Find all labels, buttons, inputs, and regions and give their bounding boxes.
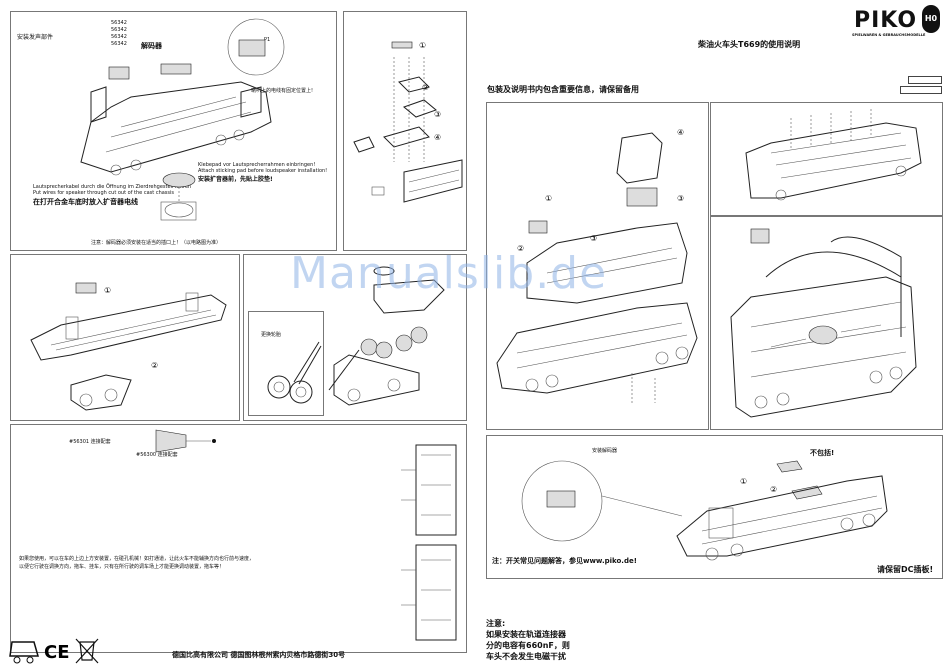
item1-code: #56301 连接配套: [69, 439, 111, 445]
svg-text:①: ①: [104, 286, 111, 295]
pin-label: P1: [264, 37, 271, 43]
certification-icons: CE: [9, 638, 99, 664]
motor-drawing: [730, 228, 917, 418]
chassis-drawing: ① ②: [30, 282, 227, 411]
panel-sound-install: 安装发声部件 56342 56342 56342 56342 解码器 P1 喇叭…: [10, 11, 337, 251]
footer-note-line-1: 如果安装在轨道连接器: [486, 630, 566, 639]
panel-decoder: 安装解码器 不包括! 注：开关常见问题解答，参见www.piko.de! 请保留…: [486, 435, 943, 579]
svg-text:②: ②: [422, 83, 429, 92]
faq-note: 注：开关常见问题解答，参见www.piko.de!: [492, 557, 637, 565]
svg-text:③: ③: [434, 110, 441, 119]
disassembly-drawing: ④ ③ ② ① ③: [496, 128, 698, 403]
piko-logo: PIKO H0 SPIELWAREN & GEBRAUCHSMODELLE: [850, 5, 940, 42]
ref-box-1: [908, 76, 942, 84]
watermark: Manualslib.de: [290, 248, 608, 299]
install-footer-note: 注意：解码器必须安装在适当的插口上！（以电路图为准）: [91, 240, 222, 246]
warning-text-1: 如果您使用，可以在车的上边上方安装置，在碰孔机械！如打通道，让此火车不能辅换方向…: [19, 556, 255, 562]
speaker-note-en: Put wires for speaker through cut out of…: [33, 190, 175, 196]
svg-text:CE: CE: [44, 642, 70, 663]
panel-motor: [710, 216, 943, 430]
part-number-4: 56342: [111, 41, 127, 47]
ce-mark-icon: CE: [44, 642, 70, 663]
svg-text:③: ③: [590, 234, 597, 243]
svg-text:④: ④: [677, 128, 684, 137]
age-warning-icon: [9, 641, 39, 664]
wheel-change-label: 更换轮胎: [261, 332, 282, 338]
wheel-change-drawing: [328, 266, 445, 406]
cab-removal-drawing: ① ② ③ ④: [353, 41, 463, 203]
svg-text:②: ②: [151, 361, 158, 370]
wheel-inset: 更换轮胎: [248, 311, 324, 416]
svg-text:①: ①: [740, 477, 747, 486]
part-number-1: 56342: [111, 20, 127, 26]
panel-disassembly: ④ ③ ② ① ③: [486, 102, 709, 430]
panel-chassis: ① ②: [10, 254, 240, 421]
svg-text:②: ②: [517, 244, 524, 253]
svg-text:①: ①: [545, 194, 552, 203]
parts-drawing: [155, 429, 457, 641]
panel-wheels: 更换轮胎: [243, 254, 467, 421]
speaker-note-cn: 在打开合金车底时放入扩音器电线: [33, 198, 138, 206]
item2-code: #56300 连接配套: [136, 452, 178, 458]
cable-note: 喇叭上的电线有固定位置上!: [251, 88, 314, 94]
weee-bin-icon: [75, 638, 99, 664]
sticker-note-en: Attach sticking pad before loudspeaker i…: [198, 168, 328, 174]
install-heading: 安装发声部件: [17, 34, 54, 41]
sticker-note-de: Klebepad vor Lautsprecherrahmen einbring…: [198, 162, 316, 168]
sticker-note-cn: 安装扩音器前，先贴上胶垫!: [198, 176, 273, 183]
footer-address: 德国比高有限公司 德国图林根州索内贝格市路德街30号: [172, 651, 346, 659]
decoder-install-label: 安装解码器: [592, 448, 618, 454]
wheel-tool-drawing: [267, 341, 322, 404]
warning-text-2: 以便它行驶在调换方向，拖车、挂车，只有在所行驶的调车场上才能更换调动装置，拖车等…: [19, 564, 225, 570]
body-lift-drawing: [745, 109, 922, 201]
svg-text:④: ④: [434, 133, 441, 142]
panel-cab-removal: ① ② ③ ④: [343, 11, 467, 251]
svg-text:③: ③: [677, 194, 684, 203]
svg-text:①: ①: [419, 41, 426, 50]
logo-wordmark: PIKO: [854, 8, 918, 33]
decoder-drawing: ① ②: [521, 460, 888, 561]
part-number-2: 56342: [111, 27, 127, 33]
footer-note-line-2: 分的电容有660nF，则: [486, 641, 570, 650]
ref-box-2: [900, 86, 942, 94]
panel-body-lift: [710, 102, 943, 216]
logo-subtitle: SPIELWAREN & GEBRAUCHSMODELLE: [852, 33, 926, 37]
logo-badge: H0: [922, 5, 940, 33]
footer-note-title: 注意:: [486, 619, 506, 628]
manual-title: 柴油火车头T669的使用说明: [698, 40, 801, 49]
decoder-label: 解码器: [141, 42, 162, 50]
part-number-3: 56342: [111, 34, 127, 40]
speaker-note-de: Lautsprecherkabel durch die Öffnung im Z…: [33, 184, 192, 190]
sound-install-drawing: [80, 18, 285, 221]
keep-dc-plug: 请保留DC插板!: [877, 565, 934, 574]
panel-parts: #56301 连接配套 #56300 连接配套 如果您使用，可以在车的上边上方安…: [10, 424, 467, 653]
keep-notice: 包装及说明书内包含重要信息，请保留备用: [487, 85, 639, 94]
not-included-label: 不包括!: [810, 449, 835, 457]
footer-note-line-3: 车头不会发生电磁干扰: [486, 652, 566, 661]
svg-text:②: ②: [770, 485, 777, 494]
